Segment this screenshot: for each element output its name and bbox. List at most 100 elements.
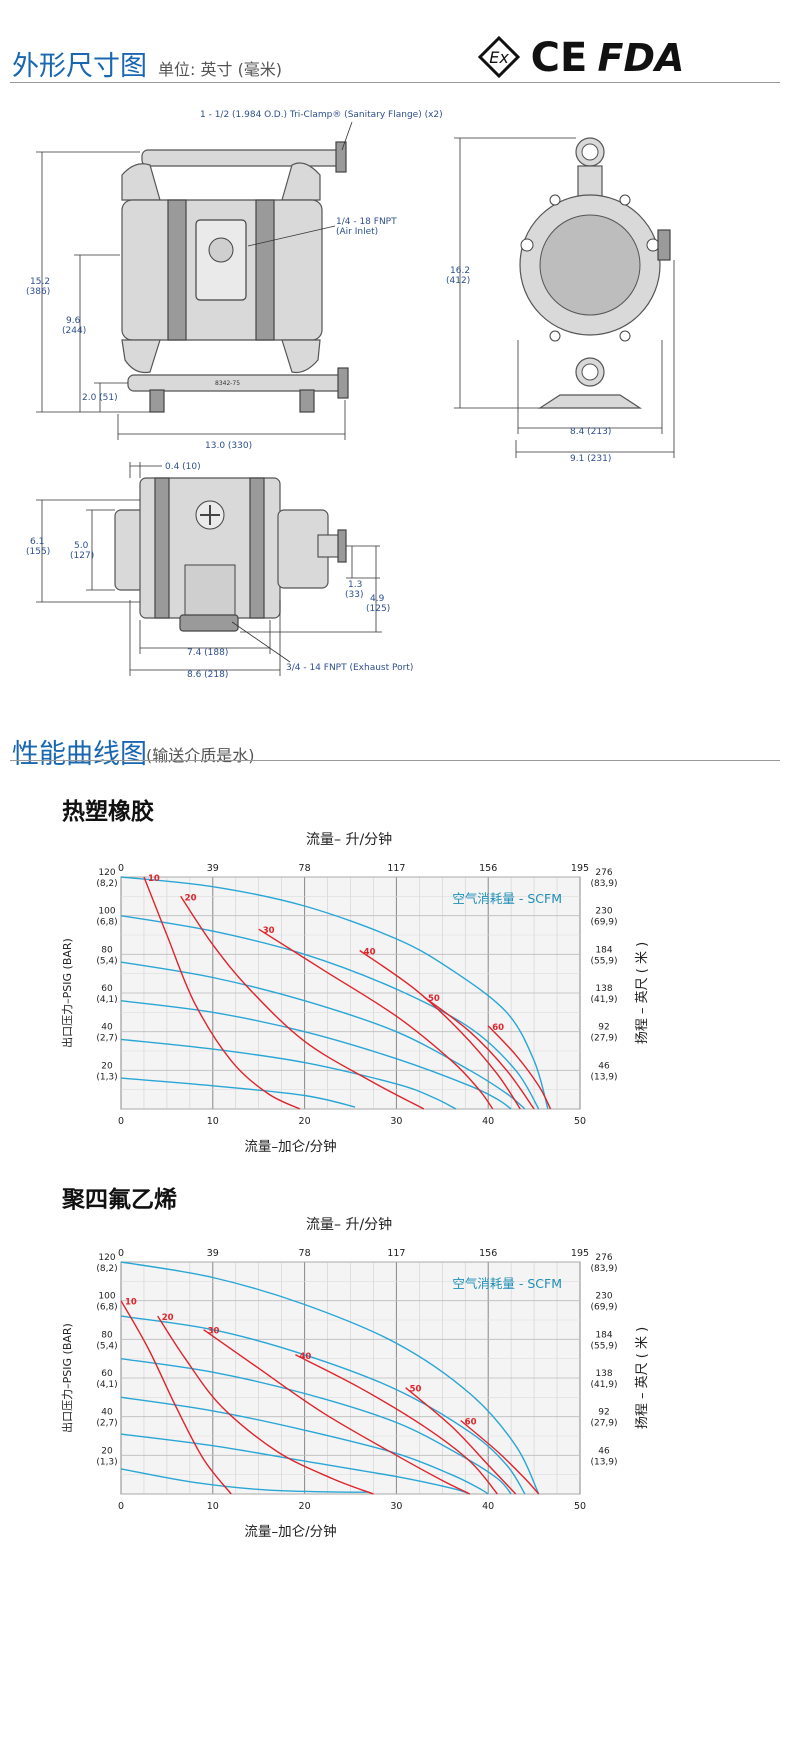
air-inlet-label-1: 1/4 - 18 FNPT (336, 217, 397, 227)
exhaust-label: 3/4 - 14 FNPT (Exhaust Port) (286, 663, 413, 673)
right-top-dome (281, 162, 321, 201)
front-bottom-flange (337, 367, 349, 399)
chart-2-air-rate-label-50: 50 (410, 1385, 422, 1395)
chart-2-air-rate-label-30: 30 (208, 1327, 220, 1337)
ce-logo-text: CE (531, 35, 588, 78)
front-top-flange (335, 141, 347, 173)
bottom-offset: 0.4 (10) (165, 462, 201, 472)
chart-1-x-tick: 40 (482, 1116, 494, 1127)
chart-1-x2-tick: 39 (207, 863, 219, 874)
side-outer-width: 9.1 (231) (570, 454, 611, 464)
chart-2-x2-tick: 0 (118, 1248, 124, 1259)
right-bottom-dome (281, 339, 321, 374)
chart-1-grid (120, 876, 581, 1110)
chart-1-x-tick: 50 (574, 1116, 586, 1127)
chart-1-y2-tick-m: (69,9) (590, 918, 617, 928)
chart-2-title: 聚四氟乙烯 (62, 1187, 177, 1213)
left-top-dome (121, 163, 161, 201)
chart-1-x2-tick: 156 (479, 863, 497, 874)
chart-1-x-tick: 10 (207, 1116, 219, 1127)
chart-1-air-rate-curve-60 (487, 1025, 552, 1110)
chart-1-y2-tick: 92 (598, 1023, 609, 1033)
chart-1-x-tick: 0 (118, 1116, 124, 1127)
chart-2-air-rate-curve-40 (295, 1354, 498, 1495)
performance-subtitle: (输送介质是水) (146, 746, 255, 765)
chart-2-x2-tick: 156 (479, 1248, 497, 1259)
chart-1-x2-tick: 117 (387, 863, 405, 874)
chart-2-y-tick: 20 (101, 1446, 113, 1456)
chart-1-y2-tick: 184 (595, 945, 612, 955)
chart-2-y-tick-bar: (6,8) (96, 1303, 117, 1313)
bottom-outer-width: 8.6 (218) (187, 670, 228, 680)
fda-logo-text: FDA (598, 36, 684, 78)
chart-2-curve-3 (120, 1358, 512, 1495)
chart-1-y-tick-bar: (4,1) (96, 995, 117, 1005)
chart-2-grid (120, 1261, 581, 1495)
chart-2-x2-tick: 78 (299, 1248, 311, 1259)
chart-2-y2-tick-m: (69,9) (590, 1303, 617, 1313)
side-top-neck (577, 165, 603, 197)
chart-1-air-rate-curve-30 (258, 928, 494, 1110)
chart-2-air-rate-label-40: 40 (299, 1352, 311, 1362)
chart-2-air-rate-curve-60 (460, 1419, 540, 1495)
chart-2-y2-label: 扬程 – 英尺 ( 米 ) (635, 1327, 650, 1429)
chart-2-y2-tick-m: (27,9) (590, 1419, 617, 1429)
unit-label: 单位: 英寸 (毫米) (158, 60, 283, 79)
chart-1-y-tick-bar: (2,7) (96, 1034, 117, 1044)
chart-2-y-tick: 60 (101, 1369, 113, 1379)
chart-1-y2-tick-m: (55,9) (590, 956, 617, 966)
front-right-diaphragm (255, 199, 275, 341)
chart-2-y2-tick: 184 (595, 1330, 612, 1340)
chart-2-x-tick: 10 (207, 1501, 219, 1512)
air-inlet-label-2: (Air Inlet) (336, 227, 378, 237)
chart-2-y-tick-bar: (2,7) (96, 1419, 117, 1429)
performance-divider (10, 760, 780, 761)
chart-1-air-rate-label-50: 50 (428, 994, 440, 1004)
chart-2-air-legend: 空气消耗量 - SCFM (452, 1276, 562, 1291)
chart-1-x-tick: 30 (390, 1116, 402, 1127)
bottom-muffler (184, 564, 236, 616)
chart-1-y-tick-bar: (1,3) (96, 1072, 117, 1082)
front-top-manifold (141, 149, 343, 167)
chart-1-y2-tick: 138 (595, 984, 612, 994)
chart-1-x2-tick: 0 (118, 863, 124, 874)
chart-1-y2-tick: 276 (595, 868, 612, 878)
chart-2-x-tick: 0 (118, 1501, 124, 1512)
chart-1-curve-3 (120, 961, 526, 1110)
chart-2-x2-tick: 117 (387, 1248, 405, 1259)
chart-2-y2-tick: 138 (595, 1369, 612, 1379)
chart-1-x2-tick: 78 (299, 863, 311, 874)
chart-1-y-tick-bar: (5,4) (96, 956, 117, 966)
chart-1-curve-2 (120, 915, 540, 1110)
air-inlet-leader (247, 225, 336, 247)
chart-1-air-rate-label-20: 20 (185, 893, 197, 903)
chart-2-curve-1 (120, 1261, 540, 1495)
chart-2-y2-tick-m: (55,9) (590, 1341, 617, 1351)
chart-1-air-rate-curve-20 (180, 895, 425, 1110)
bottom-exhaust (179, 614, 239, 632)
chart-2-air-rate-curve-50 (405, 1387, 517, 1495)
chart-1-air-legend: 空气消耗量 - SCFM (452, 891, 562, 906)
tri-clamp-leader (341, 121, 353, 151)
chart-1-x2-label: 流量– 升/分钟 (306, 832, 393, 848)
chart-1-y2-tick-m: (27,9) (590, 1034, 617, 1044)
chart-2-y-tick-bar: (4,1) (96, 1380, 117, 1390)
bottom-outer-height-2: (155) (26, 547, 50, 557)
chart-2-y-tick: 80 (101, 1330, 113, 1340)
chart-1-y2-tick-m: (41,9) (590, 995, 617, 1005)
chart-1-title: 热塑橡胶 (62, 799, 154, 825)
chart-1-air-rate-curve-40 (359, 949, 521, 1110)
chart-2-y-tick-bar: (8,2) (96, 1264, 117, 1274)
bottom-right-height-2: (125) (366, 604, 390, 614)
fda-logo: FDA (598, 32, 685, 80)
side-air-inlet (657, 229, 671, 261)
chart-2-y2-tick: 92 (598, 1408, 609, 1418)
chart-2-air-rate-label-60: 60 (465, 1418, 477, 1428)
chart-2-y-tick-bar: (5,4) (96, 1341, 117, 1351)
chart-2-y-tick: 40 (101, 1408, 113, 1418)
chart-2-curve-4 (120, 1396, 489, 1495)
chart-2-curve-2 (120, 1315, 526, 1495)
chart-2-y2-tick: 230 (595, 1292, 612, 1302)
